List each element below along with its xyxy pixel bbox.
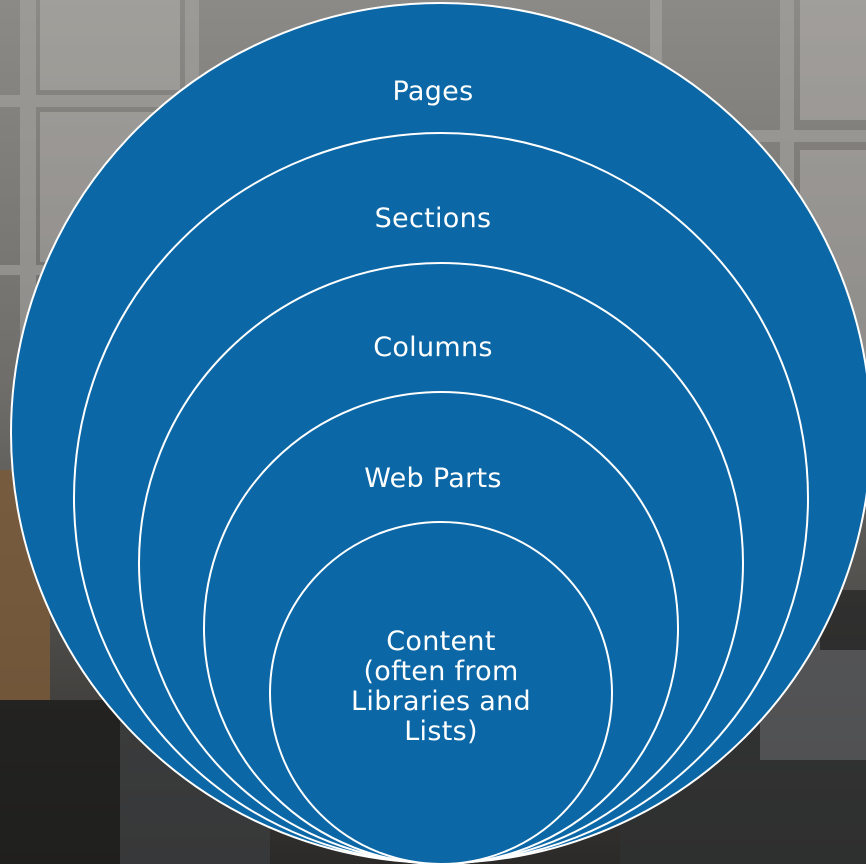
circle-content bbox=[269, 521, 613, 864]
content-label-line: Libraries and bbox=[351, 686, 531, 717]
content-label-line: Lists) bbox=[404, 716, 478, 747]
layer-label-content: Content (often from Libraries and Lists) bbox=[341, 627, 541, 747]
content-label-line: Content bbox=[386, 626, 496, 657]
layer-label-sections: Sections bbox=[374, 203, 492, 234]
layer-label-columns: Columns bbox=[373, 332, 493, 363]
layer-label-pages: Pages bbox=[392, 76, 474, 107]
layer-label-web-parts: Web Parts bbox=[364, 463, 502, 494]
content-label-line: (often from bbox=[363, 656, 519, 687]
